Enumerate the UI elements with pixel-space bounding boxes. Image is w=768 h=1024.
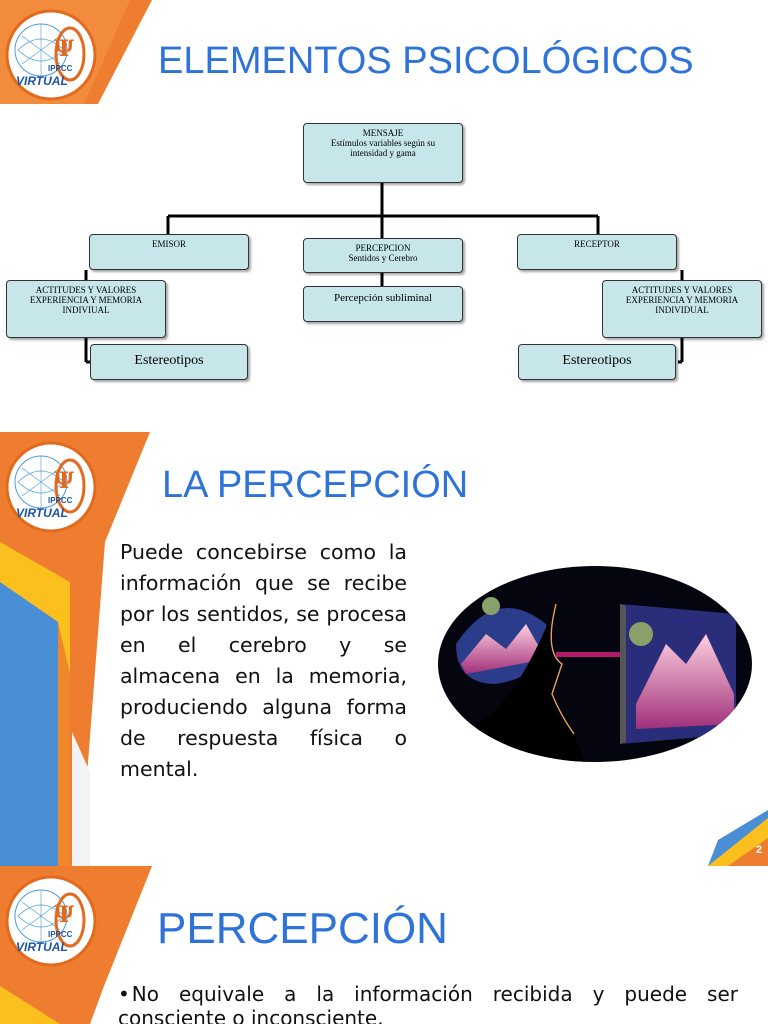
- page-title: ELEMENTOS PSICOLÓGICOS: [158, 40, 694, 82]
- logo-ippcc-text: IPPCC: [48, 496, 73, 505]
- box-mensaje-line: Estímulos variables según su: [330, 138, 436, 148]
- box-estereotipos-label: Estereotipos: [134, 353, 204, 368]
- box-percepcion-line: PERCEPCION: [355, 243, 411, 253]
- page-corner-decoration: [708, 810, 768, 866]
- definition-paragraph: Puede concebirse como la información que…: [120, 540, 407, 781]
- slide-title: PERCEPCIÓN: [157, 904, 448, 953]
- slide-elementos-psicologicos: Ψ IPPCC VIRTUAL ELEMENTOS PSICOLÓGICOS M…: [0, 0, 768, 400]
- diagram-box-subliminal: Percepción subliminal: [303, 286, 463, 322]
- diagram-box-percepcion: PERCEPCION Sentidos y Cerebro: [303, 238, 463, 273]
- box-actitudes-line: EXPERIENCIA Y MEMORIA: [625, 295, 739, 305]
- slide-percepcion: Ψ IPPCC VIRTUAL PERCEPCIÓN • No equivale…: [0, 866, 768, 1024]
- bullet-marker: •: [118, 982, 132, 1006]
- box-emisor-label: EMISOR: [151, 239, 186, 249]
- diagram-box-mensaje: MENSAJE Estímulos variables según su int…: [303, 123, 463, 183]
- logo-ippcc-text: IPPCC: [48, 930, 73, 939]
- diagram-box-actitudes-left: ACTITUDES Y VALORES EXPERIENCIA Y MEMORI…: [6, 280, 166, 338]
- box-mensaje-line: MENSAJE: [362, 128, 404, 138]
- slide2-side-decoration: [0, 432, 150, 866]
- slide-gap: [0, 400, 768, 432]
- box-actitudes-line: INDIVIDUAL: [655, 305, 709, 315]
- logo-virtual-text: VIRTUAL: [16, 74, 68, 88]
- bullet-text: No equivale a la información recibida y …: [118, 982, 738, 1024]
- diagram-connectors: [84, 183, 684, 364]
- logo-psi-symbol: Ψ: [54, 36, 75, 62]
- box-mensaje-line: intensidad y gama: [350, 148, 416, 158]
- slide-title: LA PERCEPCIÓN: [162, 464, 469, 506]
- page-number: 2: [755, 844, 762, 856]
- box-estereotipos-label: Estereotipos: [562, 353, 632, 368]
- ippcc-logo: Ψ IPPCC VIRTUAL: [4, 8, 98, 102]
- box-percepcion-line: Sentidos y Cerebro: [348, 253, 418, 263]
- box-actitudes-line: ACTITUDES Y VALORES: [631, 285, 733, 295]
- perception-illustration: [438, 566, 752, 762]
- logo-psi-symbol: Ψ: [54, 468, 75, 494]
- diagram-box-receptor: RECEPTOR: [517, 234, 677, 270]
- ippcc-logo: Ψ IPPCC VIRTUAL: [4, 440, 98, 534]
- ippcc-logo: Ψ IPPCC VIRTUAL: [4, 874, 98, 968]
- box-actitudes-line: INDIVIUAL: [62, 305, 110, 315]
- logo-ippcc-text: IPPCC: [48, 64, 73, 73]
- box-subliminal-label: Percepción subliminal: [333, 292, 433, 304]
- slide-la-percepcion: Ψ IPPCC VIRTUAL LA PERCEPCIÓN Puede conc…: [0, 432, 768, 866]
- diagram-box-emisor: EMISOR: [89, 234, 249, 270]
- diagram-box-actitudes-right: ACTITUDES Y VALORES EXPERIENCIA Y MEMORI…: [602, 280, 762, 338]
- logo-virtual-text: VIRTUAL: [16, 506, 68, 520]
- box-receptor-label: RECEPTOR: [574, 239, 620, 249]
- logo-virtual-text: VIRTUAL: [16, 940, 68, 954]
- diagram-box-estereotipos-left: Estereotipos: [90, 344, 248, 380]
- box-actitudes-line: EXPERIENCIA Y MEMORIA: [29, 295, 143, 305]
- box-actitudes-line: ACTITUDES Y VALORES: [35, 285, 137, 295]
- bullet-item: • No equivale a la información recibida …: [118, 982, 738, 1024]
- logo-psi-symbol: Ψ: [54, 902, 75, 928]
- diagram-box-estereotipos-right: Estereotipos: [518, 344, 676, 380]
